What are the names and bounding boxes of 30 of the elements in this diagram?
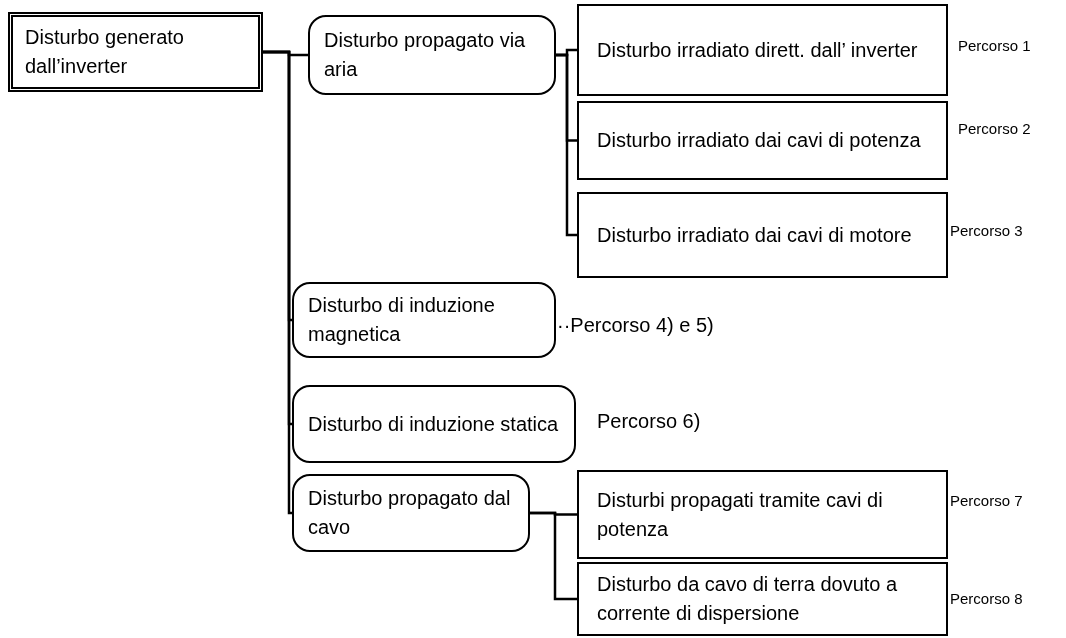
node-text: Disturbo irradiato dai cavi di potenza bbox=[597, 128, 921, 153]
node-text: Disturbo di induzione statica bbox=[308, 411, 559, 437]
path-label: Percorso 1 bbox=[958, 37, 1031, 54]
connector-line bbox=[530, 511, 577, 601]
process-box bbox=[8, 12, 263, 92]
process-box bbox=[577, 101, 948, 180]
node-text: Disturbo propagato dal cavo bbox=[308, 486, 512, 540]
node-text: Disturbi propagati tramite cavi di potenza bbox=[597, 487, 884, 542]
node-text: Disturbo irradiato dirett. dall’ inverter bbox=[597, 37, 918, 63]
rounded-box bbox=[308, 15, 556, 95]
connector-line bbox=[263, 50, 293, 515]
path-label: Percorso 3 bbox=[950, 222, 1023, 239]
node-text: Disturbo generato dall’inverter bbox=[25, 25, 185, 79]
process-box bbox=[577, 470, 948, 559]
process-box bbox=[577, 192, 948, 278]
rounded-box bbox=[292, 474, 530, 552]
path-label: Percorso 7 bbox=[950, 492, 1023, 509]
path-label: Percorso 2 bbox=[958, 120, 1031, 137]
path-label: Percorso 8 bbox=[950, 590, 1023, 607]
node-text: Disturbo di induzione magnetica bbox=[308, 293, 496, 347]
path-label: ··Percorso 4) e 5) bbox=[557, 314, 714, 337]
path-label: Percorso 6) bbox=[597, 410, 701, 433]
node-text: Disturbo da cavo di terra dovuto a corrente di dispersione bbox=[597, 572, 899, 626]
rounded-box bbox=[292, 385, 576, 463]
node-text: Disturbo irradiato dai cavi di motore bbox=[597, 222, 912, 248]
process-box bbox=[577, 4, 948, 96]
connector-line bbox=[556, 53, 577, 237]
rounded-box bbox=[292, 282, 556, 358]
process-box bbox=[577, 562, 948, 636]
node-text: Disturbo propagato via aria bbox=[324, 28, 527, 82]
